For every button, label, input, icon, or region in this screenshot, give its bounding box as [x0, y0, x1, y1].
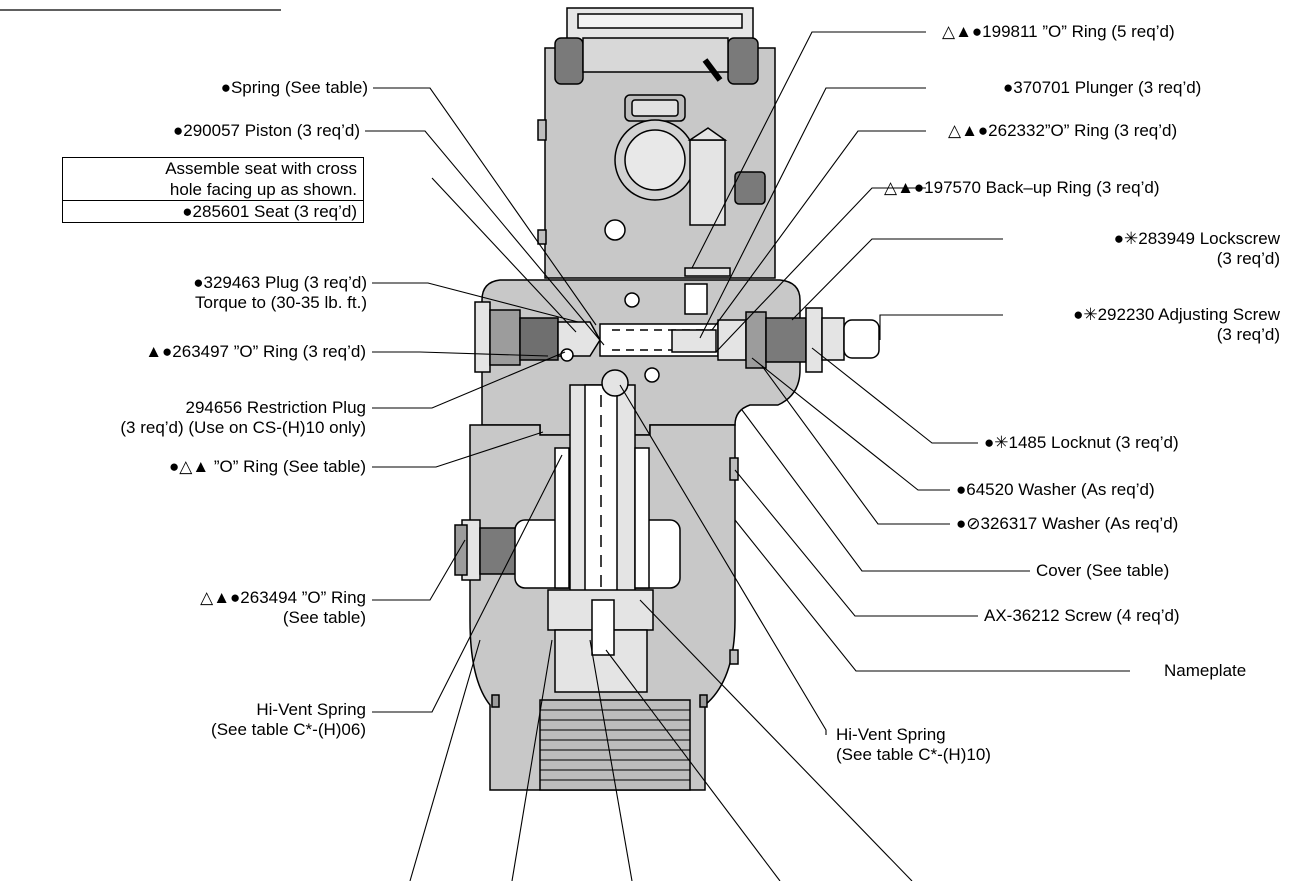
callout-washer-326317: ●⊘326317 Washer (As req’d) [956, 514, 1179, 533]
callout-hivent-06-line-1: Hi-Vent Spring [256, 700, 366, 719]
callout-plug-line-2: Torque to (30-35 lb. ft.) [195, 293, 367, 312]
callout-spring: ●Spring (See table) [220, 78, 368, 97]
callout-hivent-06-line-2: (See table C*-(H)06) [211, 720, 366, 739]
middle-body [474, 279, 880, 436]
callout-lockscrew-283949: ●✳283949 Lockscrew (3 req’d) [1000, 229, 1280, 269]
callout-cover: Cover (See table) [1036, 561, 1170, 580]
callout-o-ring-263494-line-2: (See table) [282, 608, 366, 627]
callout-lockscrew-line-1: ●✳283949 Lockscrew [1113, 229, 1280, 248]
callout-hivent-spring-06: Hi-Vent Spring (See table C*-(H)06) [100, 700, 366, 740]
callout-adjusting-screw-line-2: (3 req’d) [1216, 325, 1280, 344]
callout-hivent-spring-10: Hi-Vent Spring (See table C*-(H)10) [836, 725, 991, 765]
seat-note-box: Assemble seat with cross hole facing up … [62, 157, 364, 223]
callout-o-ring-199811: △▲●199811 ”O” Ring (5 req’d) [942, 22, 1175, 41]
callout-seat-285601: ●285601 Seat (3 req’d) [63, 200, 363, 222]
callout-restriction-plug-line-2: (3 req’d) (Use on CS-(H)10 only) [120, 418, 366, 437]
callout-adjusting-screw-line-1: ●✳292230 Adjusting Screw [1073, 305, 1280, 324]
callout-o-ring-263497: ▲●263497 ”O” Ring (3 req’d) [145, 342, 366, 361]
callout-plunger-370701: ●370701 Plunger (3 req’d) [1003, 78, 1202, 97]
callout-washer-64520: ●64520 Washer (As req’d) [956, 480, 1155, 499]
callout-o-ring-262332: △▲●262332”O” Ring (3 req’d) [948, 121, 1178, 140]
seat-note-line-1: Assemble seat with cross [165, 159, 357, 178]
callout-locknut-1485: ●✳1485 Locknut (3 req’d) [984, 433, 1179, 452]
callout-plug-line-1: ●329463 Plug (3 req’d) [193, 273, 367, 292]
lower-body [454, 369, 739, 791]
callout-hivent-10-line-1: Hi-Vent Spring [836, 725, 946, 744]
callout-o-ring-see-table: ●△▲ ”O” Ring (See table) [168, 457, 366, 476]
callout-lockscrew-line-2: (3 req’d) [1216, 249, 1280, 268]
callout-restriction-plug: 294656 Restriction Plug (3 req’d) (Use o… [0, 398, 366, 438]
callout-nameplate: Nameplate [1164, 661, 1247, 680]
callout-o-ring-263494: △▲●263494 ”O” Ring (See table) [60, 588, 366, 628]
callout-adjusting-screw: ●✳292230 Adjusting Screw (3 req’d) [1000, 305, 1280, 345]
callout-screw-ax36212: AX-36212 Screw (4 req’d) [984, 606, 1180, 625]
callout-o-ring-263494-line-1: △▲●263494 ”O” Ring [200, 588, 366, 607]
callout-hivent-10-line-2: (See table C*-(H)10) [836, 745, 991, 764]
seat-note-line-2: hole facing up as shown. [169, 180, 357, 199]
callout-plug-329463: ●329463 Plug (3 req’d) Torque to (30-35 … [60, 273, 367, 313]
leader-lines [365, 31, 1130, 882]
callout-piston-290057: ●290057 Piston (3 req’d) [173, 121, 360, 140]
callout-backup-ring-197570: △▲●197570 Back–up Ring (3 req’d) [884, 178, 1160, 197]
callout-restriction-plug-line-1: 294656 Restriction Plug [185, 398, 366, 417]
upper-housing [537, 7, 776, 279]
